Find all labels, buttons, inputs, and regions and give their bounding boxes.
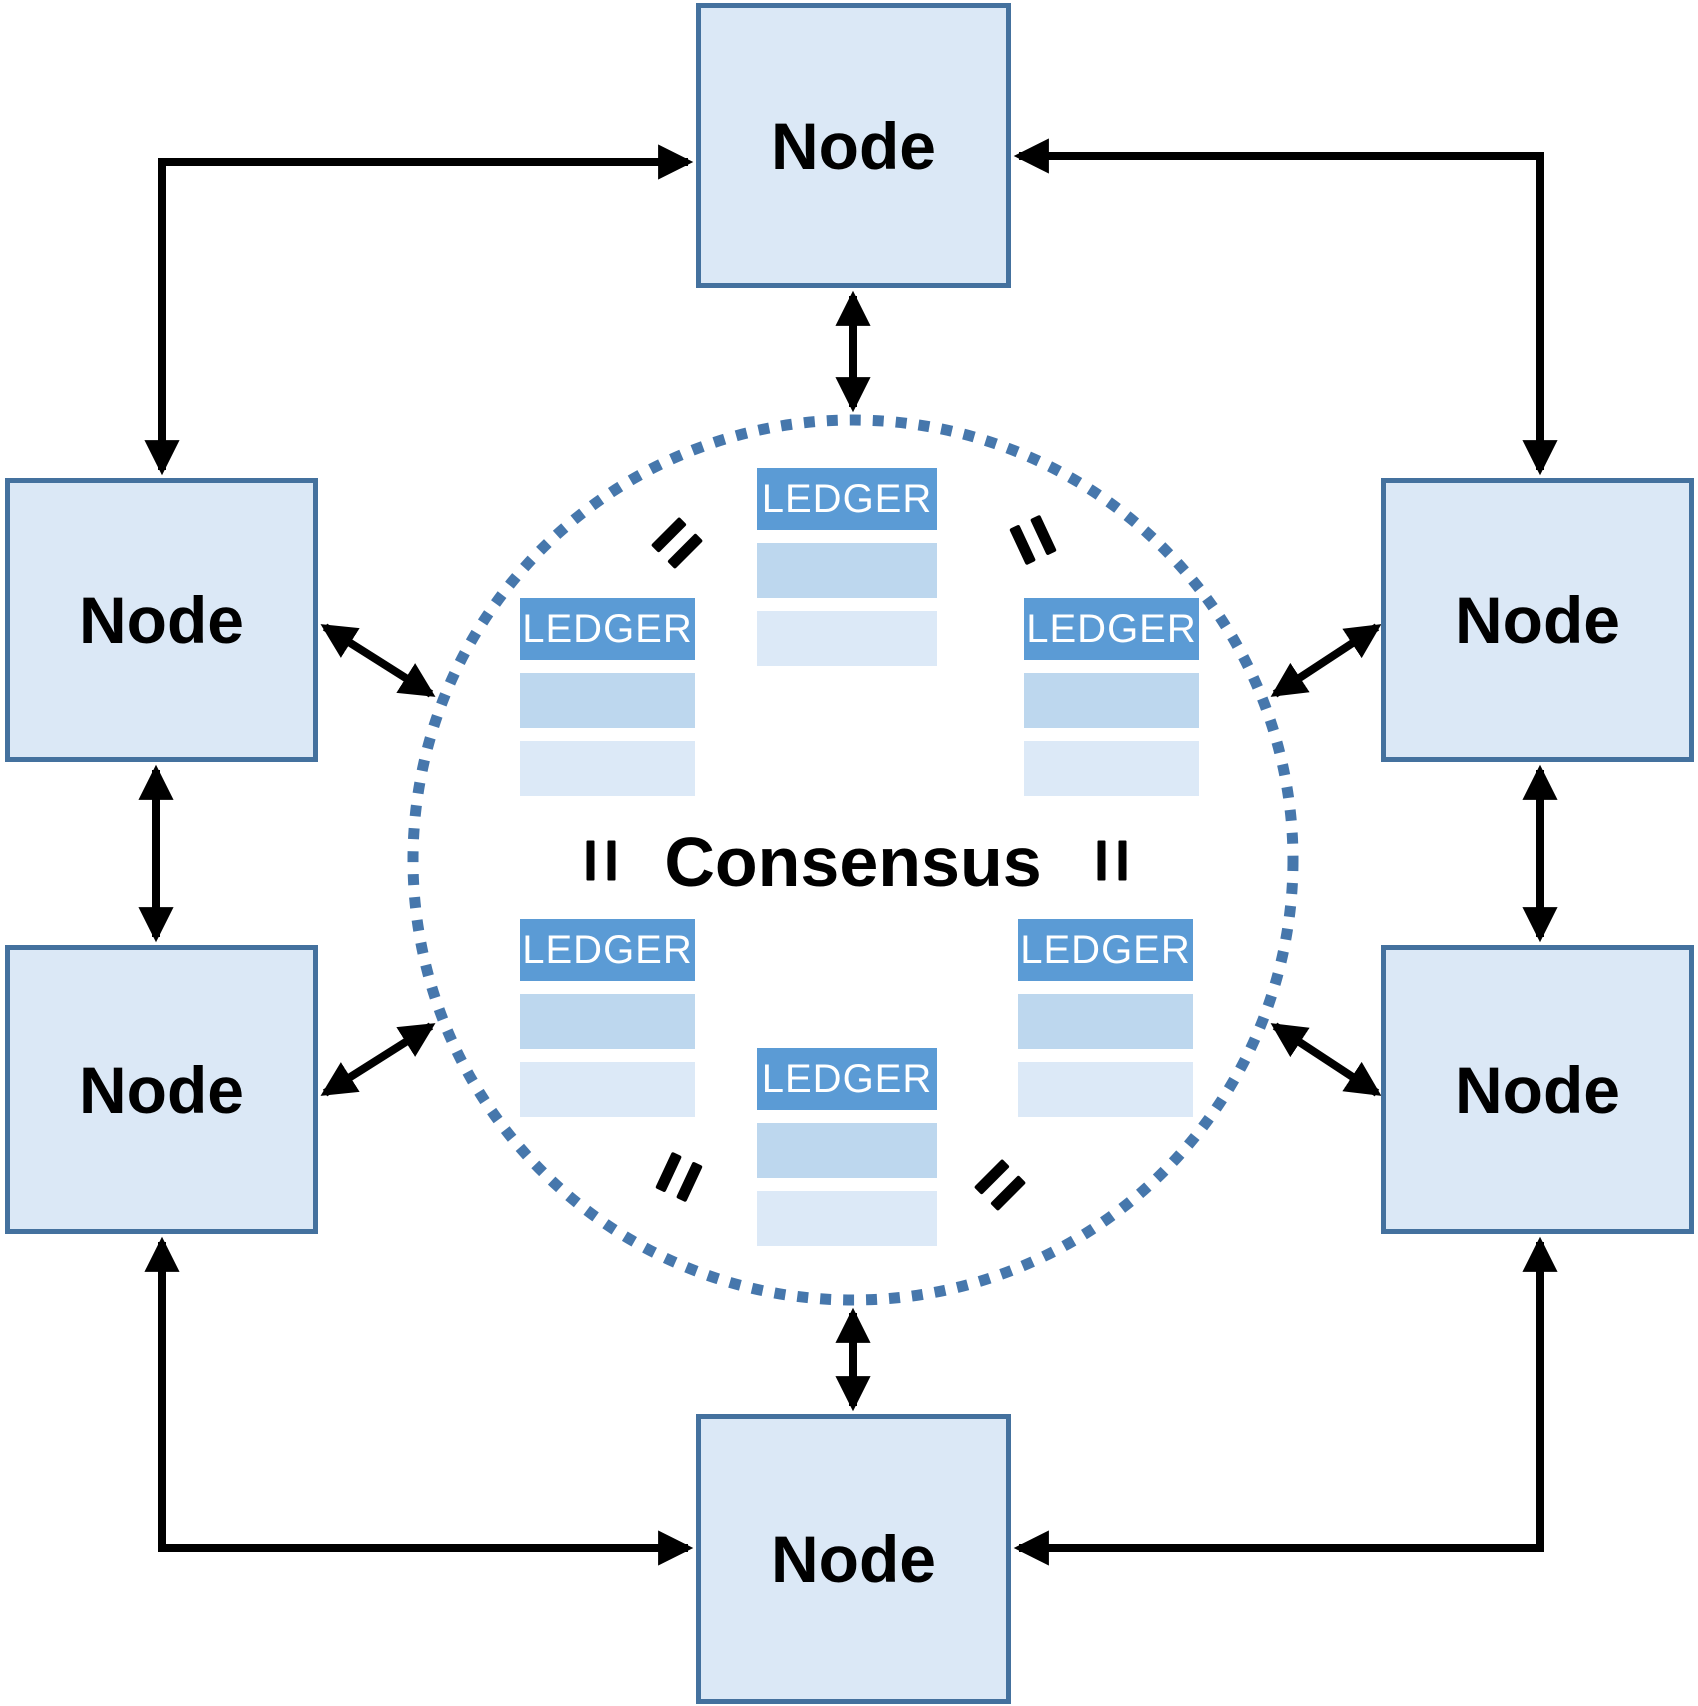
- node-label: Node: [1455, 1052, 1620, 1127]
- ledger-row: [757, 611, 937, 666]
- ledger-row: [520, 673, 695, 728]
- node-box-top: Node: [696, 3, 1011, 288]
- consensus-label: Consensus: [664, 823, 1042, 901]
- equals-bar: [1118, 840, 1127, 881]
- ledger-row: [1024, 673, 1199, 728]
- node-box-bottom: Node: [696, 1414, 1011, 1704]
- node-box-left-lower: Node: [5, 945, 318, 1234]
- ledger-row: [1018, 994, 1193, 1049]
- node-label: Node: [79, 1052, 244, 1127]
- equals-icon: [586, 840, 616, 881]
- equals-bar: [586, 840, 595, 881]
- arrow-leftlower-circle: [320, 1022, 436, 1097]
- ledger-header: LEDGER: [1018, 919, 1193, 981]
- ledger-row: [520, 994, 695, 1049]
- ledger-row: [757, 543, 937, 598]
- arrow-top-rightupper: [1013, 138, 1558, 476]
- consensus-circle: [407, 414, 1299, 1306]
- ledger-bottom-left: LEDGER: [520, 919, 695, 1117]
- equals-bar: [1097, 840, 1106, 881]
- ledger-header: LEDGER: [757, 1048, 937, 1110]
- node-box-right-lower: Node: [1381, 945, 1694, 1234]
- arrow-leftupper-top: [144, 144, 694, 476]
- arrow-leftlower-bottom: [144, 1236, 694, 1566]
- ledger-row: [1018, 1062, 1193, 1117]
- arrow-bottom-rightlower: [1013, 1236, 1558, 1566]
- equals-icon: [1097, 840, 1127, 881]
- node-label: Node: [79, 583, 244, 657]
- ledger-left: LEDGER: [520, 598, 695, 796]
- ledger-row: [1024, 741, 1199, 796]
- node-label: Node: [771, 108, 936, 183]
- ledger-bottom: LEDGER: [757, 1048, 937, 1246]
- node-box-right-upper: Node: [1381, 478, 1694, 762]
- ledger-row: [757, 1191, 937, 1246]
- arrow-rightlower-circle: [1270, 1022, 1382, 1097]
- node-label: Node: [771, 1522, 936, 1596]
- ledger-header: LEDGER: [757, 468, 937, 530]
- ledger-row: [757, 1123, 937, 1178]
- ledger-row: [520, 741, 695, 796]
- equals-bar: [607, 840, 616, 881]
- node-box-left-upper: Node: [5, 478, 318, 762]
- ledger-header: LEDGER: [520, 598, 695, 660]
- ledger-right: LEDGER: [1024, 598, 1199, 796]
- ledger-top: LEDGER: [757, 468, 937, 666]
- node-label: Node: [1455, 583, 1620, 657]
- arrow-rightupper-circle: [1270, 623, 1382, 698]
- ledger-bottom-right: LEDGER: [1018, 919, 1193, 1117]
- arrow-leftupper-circle: [320, 623, 436, 698]
- ledger-header: LEDGER: [520, 919, 695, 981]
- ledger-row: [520, 1062, 695, 1117]
- ledger-header: LEDGER: [1024, 598, 1199, 660]
